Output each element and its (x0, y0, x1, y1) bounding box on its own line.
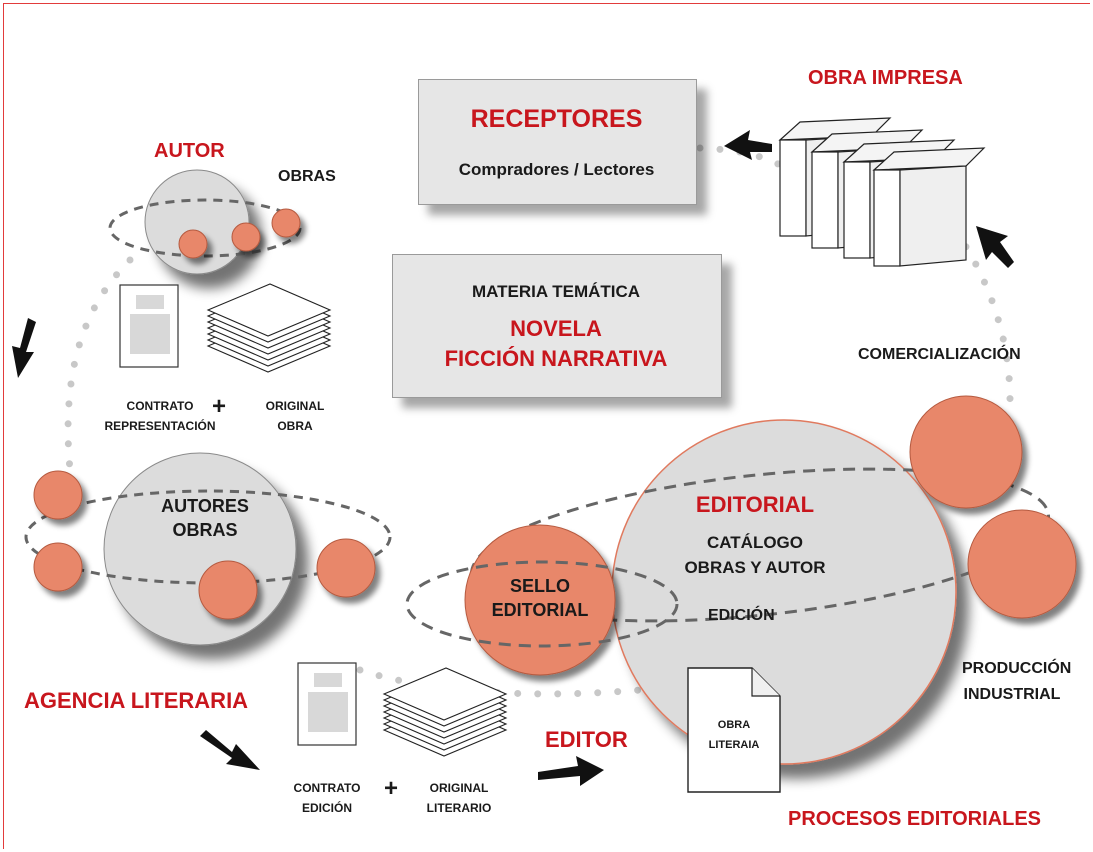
obra-literaia-document-icon (687, 667, 781, 793)
contrato-edicion-document-icon (297, 662, 357, 746)
obra-node (271, 208, 301, 238)
agencia-circle-label: AUTORES OBRAS (161, 496, 249, 540)
agencia-node (33, 470, 83, 520)
obra-node (231, 222, 261, 252)
materia-tematica-box (392, 254, 722, 398)
arrow-to-receptores-icon (724, 130, 772, 160)
comercializacion-label: COMERCIALIZACIÓN (858, 346, 1021, 363)
produccion-node (967, 509, 1077, 619)
obras-label: OBRAS (278, 168, 336, 185)
autor-label: AUTOR (154, 140, 225, 162)
books-icon (778, 117, 986, 267)
procesos-editoriales-label: PROCESOS EDITORIALES (788, 808, 1042, 830)
editorial-orbit (469, 467, 1051, 623)
editor-label: EDITOR (545, 727, 628, 752)
original-sheets-icon (206, 283, 332, 373)
plus-sign-top: + (212, 393, 227, 420)
arrow-up-comercializacion-icon (976, 226, 1014, 268)
receptores-box (418, 79, 697, 205)
editorial-catalogo: CATÁLOGO OBRAS Y AUTOR (684, 533, 826, 577)
obra-impresa-label: OBRA IMPRESA (808, 67, 963, 89)
editorial-title: EDITORIAL (695, 492, 815, 517)
materia-line1: NOVELA (510, 316, 602, 341)
original-literario-sheets-icon (382, 667, 508, 757)
arrow-agencia-to-contrato-icon (200, 730, 260, 770)
arrow-autor-down-icon (12, 318, 36, 378)
arrow-to-editor-icon (538, 756, 604, 786)
produccion-label: PRODUCCIÓN INDUSTRIAL (962, 660, 1072, 703)
agencia-literaria-label: AGENCIA LITERARIA (24, 688, 249, 713)
original-obra-label: ORIGINAL OBRA (265, 399, 325, 433)
agencia-sphere (24, 452, 392, 646)
plus-sign-bottom: + (384, 775, 399, 802)
obra-node (178, 229, 208, 259)
obra-literaia-label: OBRA LITERAIA (708, 719, 760, 751)
diagram-frame (3, 3, 1090, 849)
produccion-node (909, 395, 1023, 509)
agencia-node (33, 542, 83, 592)
agencia-node (316, 538, 376, 598)
sello-label: SELLO EDITORIAL (491, 576, 589, 620)
sello-orbit (405, 560, 679, 648)
receptores-title: RECEPTORES (470, 105, 643, 133)
agencia-node (198, 560, 258, 620)
original-literario-label: ORIGINAL LITERARIO (426, 781, 492, 815)
receptores-subtitle: Compradores / Lectores (458, 160, 655, 179)
contrato-edicion-label: CONTRATO EDICIÓN (293, 781, 361, 815)
materia-label: MATERIA TEMÁTICA (471, 282, 641, 301)
edicion-label: EDICIÓN (708, 607, 775, 624)
autor-sphere (108, 169, 302, 275)
contrato-document-icon (119, 284, 179, 368)
materia-line2: FICCIÓN NARRATIVA (444, 346, 668, 371)
contrato-representacion-label: CONTRATO REPRESENTACIÓN (104, 399, 216, 433)
